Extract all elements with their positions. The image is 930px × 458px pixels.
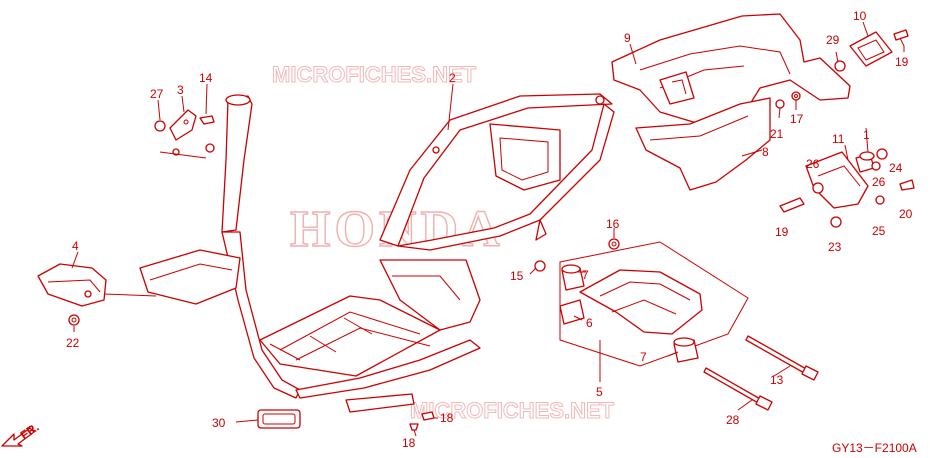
part-23-nut <box>830 216 842 228</box>
part-25-nut <box>875 195 885 205</box>
callout-labels: 1 2 3 4 5 6 7 7 8 9 10 11 13 14 15 16 17… <box>66 9 913 450</box>
callout-23: 23 <box>828 240 842 254</box>
watermark-bottom: MICROFICHES.NET <box>410 398 615 423</box>
part-1-collar <box>855 151 875 173</box>
part-26-washer-left <box>812 182 824 194</box>
callout-14: 14 <box>199 71 213 85</box>
callout-16: 16 <box>606 217 620 231</box>
callout-4: 4 <box>72 239 79 253</box>
part-15-washer <box>534 260 546 272</box>
part-19-screw-bottom <box>779 197 805 213</box>
callout-19-top: 19 <box>895 55 909 69</box>
part-30-pad <box>257 409 301 429</box>
part-5-engine-hanger <box>559 241 749 367</box>
part-22-nut <box>68 314 80 326</box>
part-20-screw <box>899 179 915 191</box>
callout-17: 17 <box>790 112 804 126</box>
callout-27: 27 <box>150 87 164 101</box>
frame-body <box>139 93 615 413</box>
callout-9: 9 <box>624 31 631 45</box>
callout-5: 5 <box>596 385 603 399</box>
callout-15: 15 <box>510 269 524 283</box>
part-7-bushing-lower <box>673 337 699 363</box>
callout-3: 3 <box>177 83 184 97</box>
callout-26-right: 26 <box>872 175 886 189</box>
callout-24: 24 <box>889 161 903 175</box>
part-4-bracket <box>37 263 157 307</box>
callout-7-upper: 7 <box>582 268 589 282</box>
part-18-screw-a <box>421 411 435 421</box>
callout-7-lower: 7 <box>640 350 647 364</box>
callout-29: 29 <box>826 33 840 47</box>
part-13-bolt <box>745 335 819 381</box>
part-19-screw-top <box>893 29 909 47</box>
part-14-screw <box>199 115 215 125</box>
part-28-bolt <box>703 367 773 411</box>
part-7-bushing-upper <box>561 264 585 291</box>
callout-13: 13 <box>770 373 784 387</box>
callout-8: 8 <box>762 145 769 159</box>
callout-22: 22 <box>66 336 80 350</box>
front-direction-arrow: FR. <box>1 420 42 447</box>
callout-25: 25 <box>872 224 886 238</box>
part-17-washer <box>791 91 801 101</box>
part-16-nut <box>608 238 620 250</box>
leader-lines <box>71 21 905 437</box>
callout-10: 10 <box>853 9 867 23</box>
part-27-bolt <box>154 120 166 132</box>
drawing-code: GY13－F2100A <box>832 441 917 455</box>
callout-18-b: 18 <box>402 436 416 450</box>
part-29-nut <box>834 60 846 72</box>
callout-18-a: 18 <box>440 411 454 425</box>
callout-6: 6 <box>586 316 593 330</box>
callout-28: 28 <box>726 413 740 427</box>
callout-11: 11 <box>832 132 845 146</box>
callout-2: 2 <box>449 71 456 85</box>
part-9-rear-fender <box>611 13 851 125</box>
callout-26-left: 26 <box>806 157 820 171</box>
watermark-top: MICROFICHES.NET <box>272 62 477 87</box>
part-24-washer <box>876 148 888 160</box>
callout-1: 1 <box>863 128 870 142</box>
part-18-screw-b <box>409 423 419 431</box>
part-10-reflector <box>849 31 893 67</box>
callout-20: 20 <box>899 207 913 221</box>
part-8-mudguard <box>635 97 771 191</box>
callout-19-bottom: 19 <box>775 225 789 239</box>
callout-21: 21 <box>770 127 784 141</box>
part-21-nut <box>775 99 785 109</box>
callout-30: 30 <box>212 416 226 430</box>
part-3-plate <box>169 109 197 141</box>
part-6-rubber-mount <box>559 299 585 325</box>
part-26-washer-right <box>871 161 881 171</box>
